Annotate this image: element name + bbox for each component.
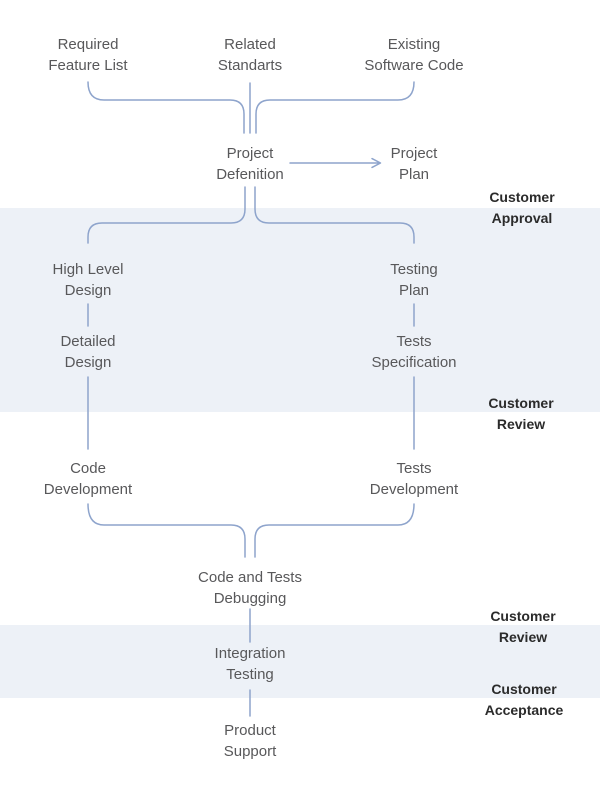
node-related-standarts: Related Standarts (217, 35, 283, 74)
node-tests-specification: Tests Specification (371, 332, 457, 371)
node-product-support: Product Support (223, 721, 277, 760)
node-required-feature-list: Required Feature List (48, 35, 128, 74)
node-project-plan: Project Plan (390, 144, 438, 183)
node-existing-software-code: Existing Software Code (364, 35, 464, 74)
node-high-level-design: High Level Design (52, 260, 124, 299)
node-code-and-tests-debugging: Code and Tests Debugging (198, 568, 302, 607)
merge-top-left-connector (87, 81, 245, 134)
phase-label-customer-approval: Customer Approval (489, 188, 555, 226)
fork-left-connector (87, 186, 246, 244)
phase-label-customer-review-1: Customer Review (488, 394, 554, 432)
merge-top-right-connector (255, 81, 415, 134)
project-plan-arrow (289, 157, 382, 169)
node-integration-testing: Integration Testing (214, 644, 286, 683)
phase-label-customer-review-2: Customer Review (490, 607, 556, 645)
phase-band-design (0, 208, 600, 412)
merge-bottom-right-connector (254, 503, 415, 558)
fork-right-connector (254, 186, 415, 244)
node-detailed-design: Detailed Design (60, 332, 116, 371)
phase-band-integration (0, 625, 600, 698)
merge-bottom-left-connector (87, 503, 246, 558)
phase-label-customer-acceptance: Customer Acceptance (484, 680, 564, 718)
node-project-defenition: Project Defenition (216, 144, 284, 183)
node-code-development: Code Development (43, 459, 133, 498)
node-tests-development: Tests Development (369, 459, 459, 498)
node-testing-plan: Testing Plan (390, 260, 438, 299)
